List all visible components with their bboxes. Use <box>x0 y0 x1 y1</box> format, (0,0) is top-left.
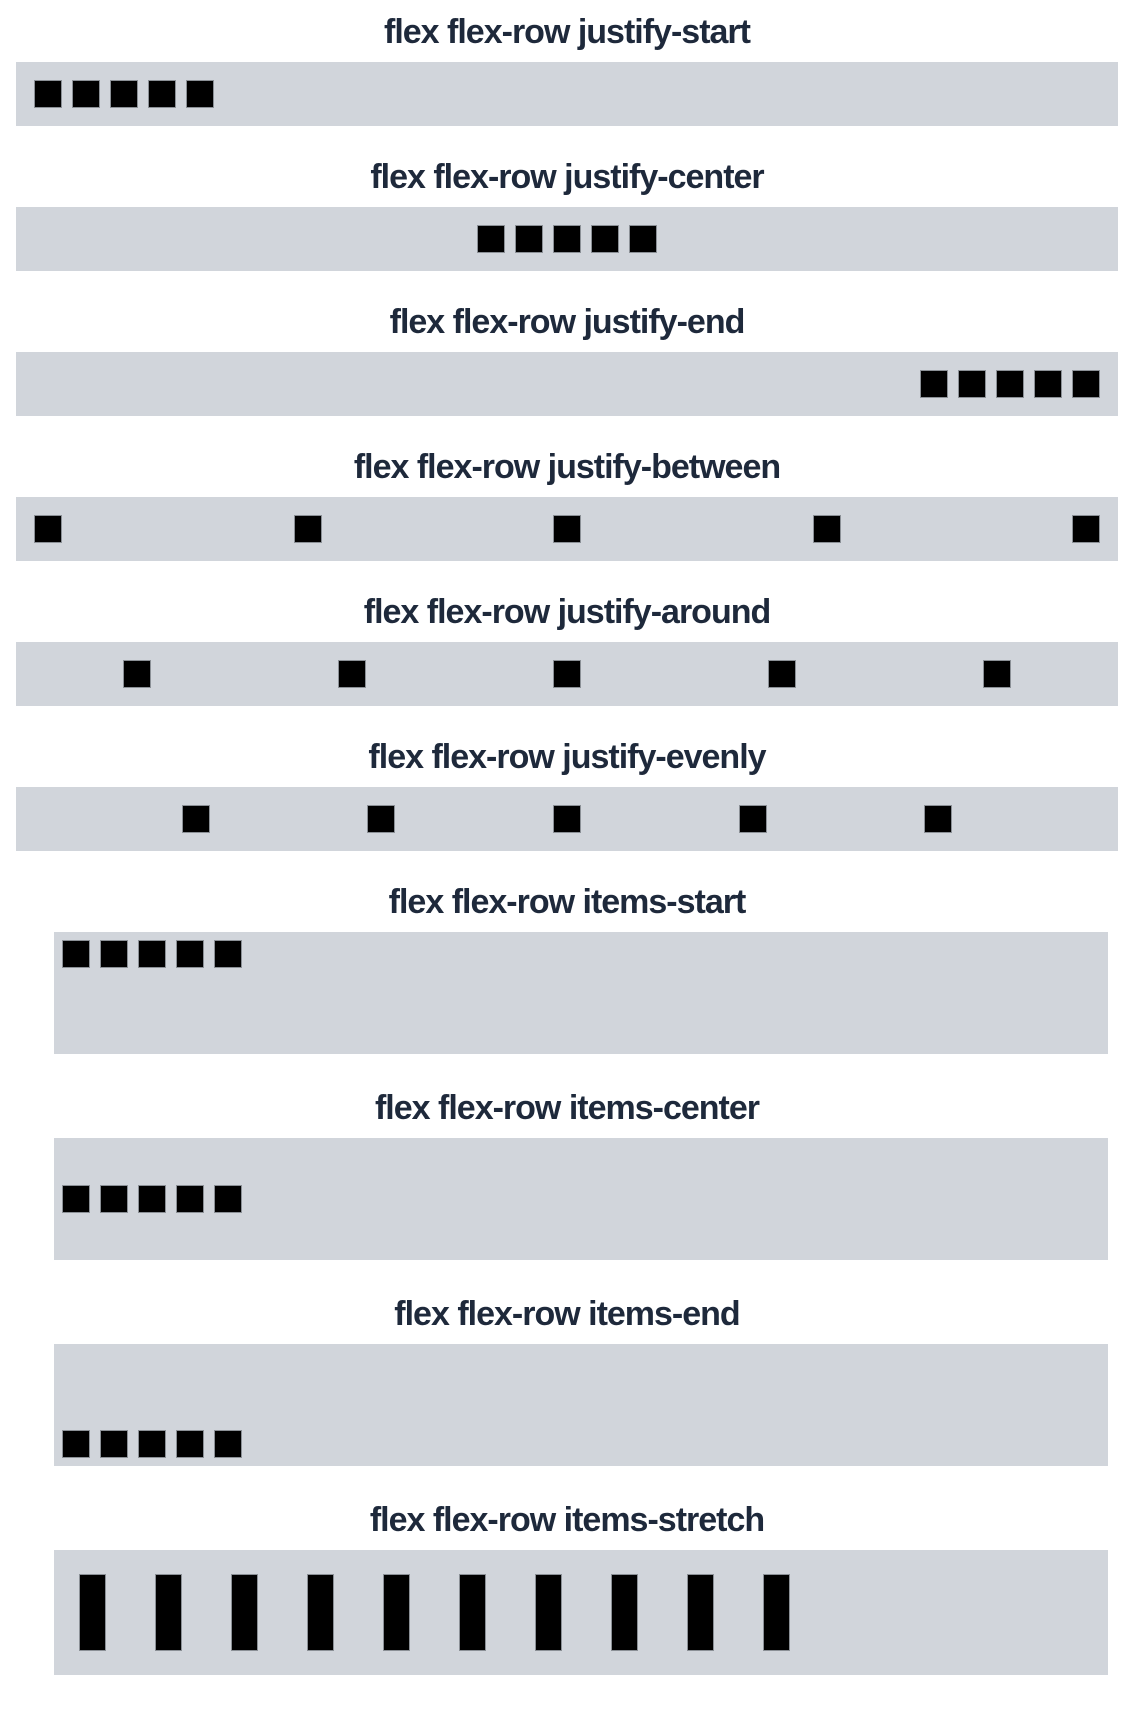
flex-item-square <box>515 225 543 253</box>
flex-container-justify-between <box>16 497 1118 561</box>
flex-item-square <box>100 1185 128 1213</box>
flex-item-square <box>148 80 176 108</box>
flex-item-square <box>920 370 948 398</box>
flex-item-square <box>477 225 505 253</box>
flex-item-square <box>214 1185 242 1213</box>
demo-section: flex flex-row justify-around <box>16 590 1118 706</box>
flex-item-square <box>611 1574 638 1651</box>
demo-section: flex flex-row items-center <box>16 1086 1118 1260</box>
flex-item-square <box>176 1185 204 1213</box>
flex-item-square <box>181 805 210 833</box>
demo-section: flex flex-row justify-end <box>16 300 1118 416</box>
flex-container-justify-end <box>16 352 1118 416</box>
flex-item-square <box>176 1430 204 1458</box>
flex-item-square <box>122 660 151 688</box>
flex-item-square <box>812 515 841 543</box>
flex-item-square <box>110 80 138 108</box>
demo-section: flex flex-row items-end <box>16 1292 1118 1466</box>
demo-section: flex flex-row justify-start <box>16 10 1118 126</box>
flex-container-items-stretch <box>54 1550 1108 1675</box>
flex-item-square <box>100 1430 128 1458</box>
flex-item-square <box>1072 370 1100 398</box>
flex-item-square <box>958 370 986 398</box>
flex-container-items-center <box>54 1138 1108 1260</box>
flex-item-square <box>553 515 581 543</box>
flex-item-square <box>1034 370 1062 398</box>
flex-item-square <box>307 1574 334 1651</box>
section-title: flex flex-row justify-center <box>370 158 764 196</box>
section-title: flex flex-row justify-around <box>363 593 772 631</box>
flex-item-square <box>155 1574 182 1651</box>
flex-item-square <box>763 1574 790 1651</box>
flex-item-square <box>138 940 166 968</box>
flex-item-square <box>591 225 619 253</box>
flex-item-square <box>214 940 242 968</box>
flex-item-square <box>337 660 366 688</box>
flexbox-demo-page: flex flex-row justify-start flex flex-row… <box>0 10 1126 1675</box>
flex-item-square <box>72 80 100 108</box>
demo-section: flex flex-row items-stretch <box>16 1498 1118 1675</box>
demo-section: flex flex-row justify-center <box>16 155 1118 271</box>
flex-container-justify-around <box>16 642 1118 706</box>
flex-item-square <box>535 1574 562 1651</box>
flex-item-square <box>214 1430 242 1458</box>
section-title: flex flex-row items-end <box>394 1295 740 1333</box>
flex-item-square <box>62 940 90 968</box>
flex-item-square <box>983 660 1012 688</box>
flex-item-square <box>100 940 128 968</box>
flex-item-square <box>629 225 657 253</box>
flex-container-justify-start <box>16 62 1118 126</box>
flex-container-items-start <box>54 932 1108 1054</box>
flex-item-square <box>79 1574 106 1651</box>
section-title: flex flex-row justify-end <box>389 303 746 341</box>
flex-item-square <box>1072 515 1100 543</box>
flex-item-square <box>552 660 581 688</box>
demo-section: flex flex-row items-start <box>16 880 1118 1054</box>
flex-item-square <box>62 1185 90 1213</box>
section-title: flex flex-row items-stretch <box>369 1501 765 1539</box>
flex-item-square <box>553 225 581 253</box>
section-title: flex flex-row justify-between <box>353 448 781 486</box>
flex-item-square <box>383 1574 410 1651</box>
flex-container-items-end <box>54 1344 1108 1466</box>
flex-item-square <box>687 1574 714 1651</box>
flex-item-square <box>138 1185 166 1213</box>
demo-section: flex flex-row justify-between <box>16 445 1118 561</box>
flex-item-square <box>293 515 322 543</box>
section-title: flex flex-row items-start <box>388 883 747 921</box>
flex-item-square <box>138 1430 166 1458</box>
demo-section: flex flex-row justify-evenly <box>16 735 1118 851</box>
flex-item-square <box>34 515 62 543</box>
flex-item-square <box>186 80 214 108</box>
flex-container-justify-center <box>16 207 1118 271</box>
flex-item-square <box>738 805 767 833</box>
flex-item-square <box>924 805 953 833</box>
section-title: flex flex-row justify-evenly <box>368 738 766 776</box>
flex-item-square <box>459 1574 486 1651</box>
section-title: flex flex-row items-center <box>374 1089 760 1127</box>
flex-item-square <box>552 805 581 833</box>
section-title: flex flex-row justify-start <box>384 13 751 51</box>
flex-item-square <box>62 1430 90 1458</box>
flex-item-square <box>34 80 62 108</box>
flex-item-square <box>176 940 204 968</box>
flex-item-square <box>996 370 1024 398</box>
flex-item-square <box>231 1574 258 1651</box>
flex-item-square <box>367 805 396 833</box>
flex-container-justify-evenly <box>16 787 1118 851</box>
flex-item-square <box>768 660 797 688</box>
